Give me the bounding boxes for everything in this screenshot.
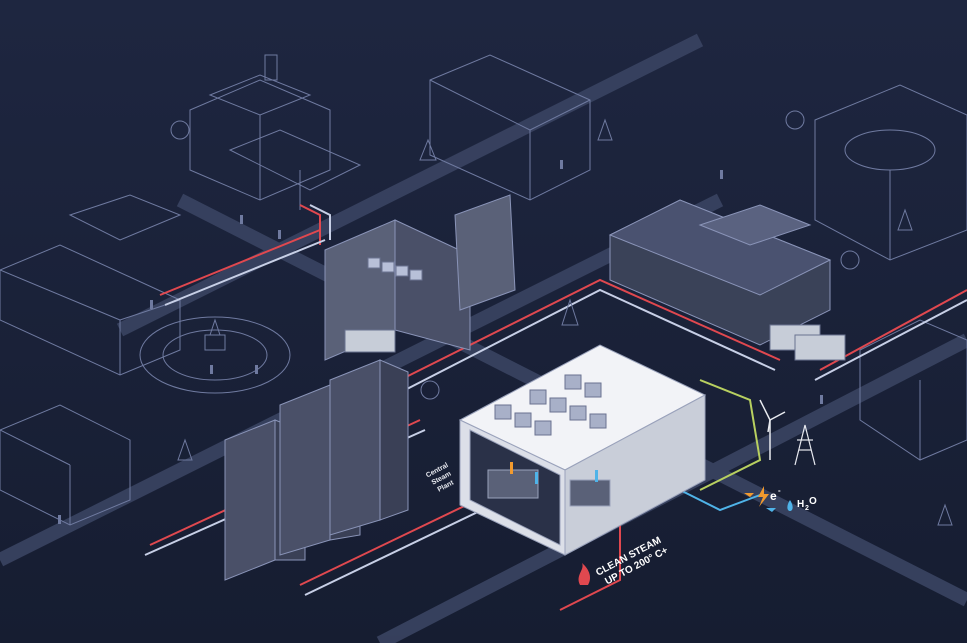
person-icon <box>58 515 61 524</box>
svg-text:O: O <box>809 496 817 507</box>
tree-icon <box>419 138 437 161</box>
person-icon <box>210 365 213 374</box>
flame-icon <box>578 563 590 585</box>
boiler-unit-small <box>344 329 396 353</box>
tree-icon <box>177 438 193 461</box>
tree-icon <box>937 503 953 526</box>
mansion-building <box>189 54 362 210</box>
person-icon <box>278 230 281 239</box>
rooftop-units <box>367 257 423 281</box>
right-house <box>859 319 967 461</box>
electricity-label: e - <box>744 486 781 507</box>
lightning-icon <box>758 486 769 507</box>
left-houses <box>0 194 182 376</box>
svg-text:H: H <box>797 499 804 510</box>
fountain-plaza <box>139 316 291 394</box>
tower-buildings <box>224 359 409 581</box>
trees <box>170 110 953 526</box>
bottom-left-house <box>0 404 131 526</box>
fountain-icon <box>204 318 226 351</box>
wind-turbine-icon <box>759 399 786 460</box>
power-pylon-icon <box>794 424 816 466</box>
tree-icon <box>420 380 440 400</box>
background-buildings <box>0 54 967 526</box>
stadium-building <box>814 84 967 261</box>
steam-generator-1 <box>487 469 539 499</box>
person-icon <box>150 300 153 309</box>
tree-icon <box>561 298 579 326</box>
steam-generator-2 <box>569 479 611 507</box>
person-icon <box>820 395 823 404</box>
factory-units <box>769 324 846 361</box>
people <box>58 160 823 524</box>
water-label: H 2 O <box>766 496 817 512</box>
svg-text:e: e <box>770 489 777 503</box>
tree-icon <box>170 120 190 140</box>
tree-icon <box>840 250 860 270</box>
person-icon <box>560 160 563 169</box>
svg-text:-: - <box>778 486 781 495</box>
factory-building <box>608 199 846 361</box>
tree-icon <box>597 118 613 141</box>
person-icon <box>255 365 258 374</box>
central-steam-plant <box>458 344 707 556</box>
tree-icon <box>785 110 805 130</box>
person-icon <box>720 170 723 179</box>
person-icon <box>240 215 243 224</box>
water-drop-icon <box>787 500 793 511</box>
svg-text:2: 2 <box>805 505 809 512</box>
apartment-block <box>324 194 516 361</box>
plant-rooftop-units <box>494 374 607 436</box>
hall-building <box>429 54 591 201</box>
tree-icon <box>897 208 913 231</box>
